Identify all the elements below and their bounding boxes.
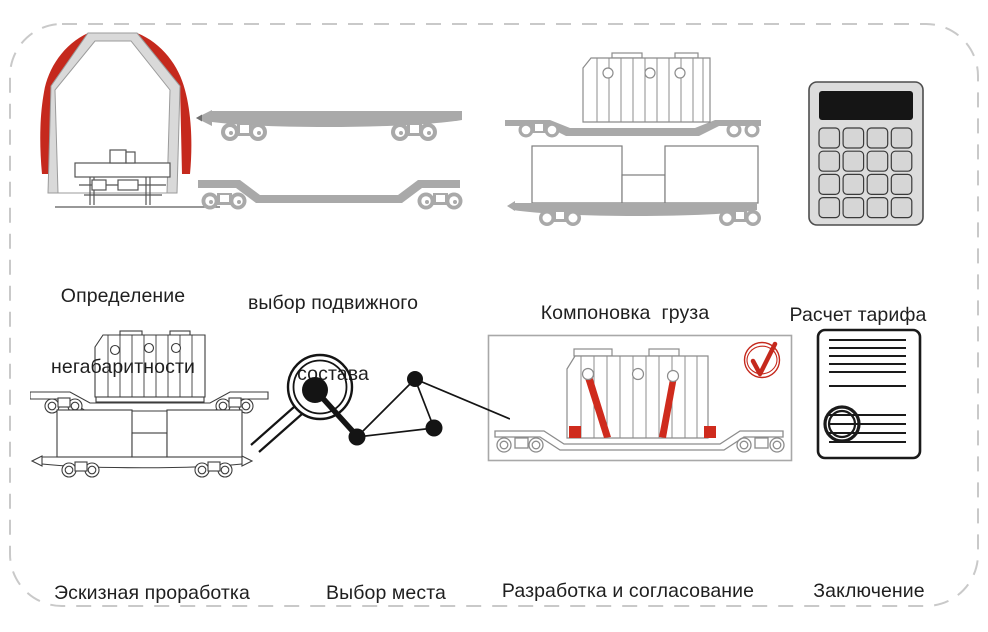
step-panel-placement-sketch bbox=[30, 322, 270, 484]
stamp-seal bbox=[823, 405, 861, 443]
cargo-boxes bbox=[531, 145, 759, 204]
step-panel-tariff bbox=[806, 80, 926, 227]
document-text-lines bbox=[829, 338, 906, 444]
step-panel-rolling-stock bbox=[194, 102, 464, 214]
step-caption-location-search: Выбор места погрузки /выгрузки. bbox=[266, 535, 506, 632]
calculator-display bbox=[819, 91, 913, 120]
step-caption-tariff: Расчет тарифа bbox=[738, 257, 978, 375]
caption-line: негабаритности bbox=[51, 355, 195, 378]
step-panel-loading-scheme bbox=[487, 334, 793, 462]
caption-line: Расчет тарифа bbox=[789, 304, 927, 326]
cargo-arrangement-icon bbox=[505, 52, 761, 226]
transformer-cargo bbox=[566, 348, 709, 439]
calculator-icon bbox=[808, 81, 924, 226]
bogie-end-view bbox=[74, 149, 171, 205]
network-nodes bbox=[302, 371, 443, 446]
step-caption-contracts: Заключение договоров bbox=[749, 533, 988, 632]
loading-gauge-icon bbox=[40, 32, 220, 208]
step-panel-cargo-arrangement bbox=[505, 42, 761, 232]
transformer-cargo bbox=[582, 52, 711, 123]
rolling-stock-icon bbox=[196, 110, 463, 210]
step-panel-gauge bbox=[36, 24, 226, 214]
caption-line: Выбор места bbox=[326, 582, 446, 604]
step-caption-loading-scheme: Разработка и согласование схемы погрузки bbox=[478, 533, 778, 632]
placement-sketch-icon bbox=[30, 330, 269, 478]
step-caption-placement-sketch: Эскизная проработка размещения bbox=[22, 535, 282, 632]
location-search-icon bbox=[250, 353, 510, 453]
caption-line: Эскизная проработка bbox=[54, 582, 250, 604]
approved-loading-scheme-icon bbox=[487, 334, 793, 462]
caption-line: Определение bbox=[60, 285, 186, 307]
step-panel-contracts bbox=[813, 327, 925, 463]
caption-line: Компоновка груза bbox=[540, 302, 710, 324]
caption-line: Заключение bbox=[813, 580, 925, 602]
calculator-keys bbox=[818, 127, 913, 219]
caption-line: выбор подвижного bbox=[247, 292, 419, 314]
step-panel-location-search bbox=[248, 335, 510, 460]
caption-line: Разработка и согласование bbox=[501, 580, 755, 602]
step-caption-gauge: Определение негабаритности bbox=[3, 238, 243, 426]
contract-document-icon bbox=[816, 328, 922, 460]
